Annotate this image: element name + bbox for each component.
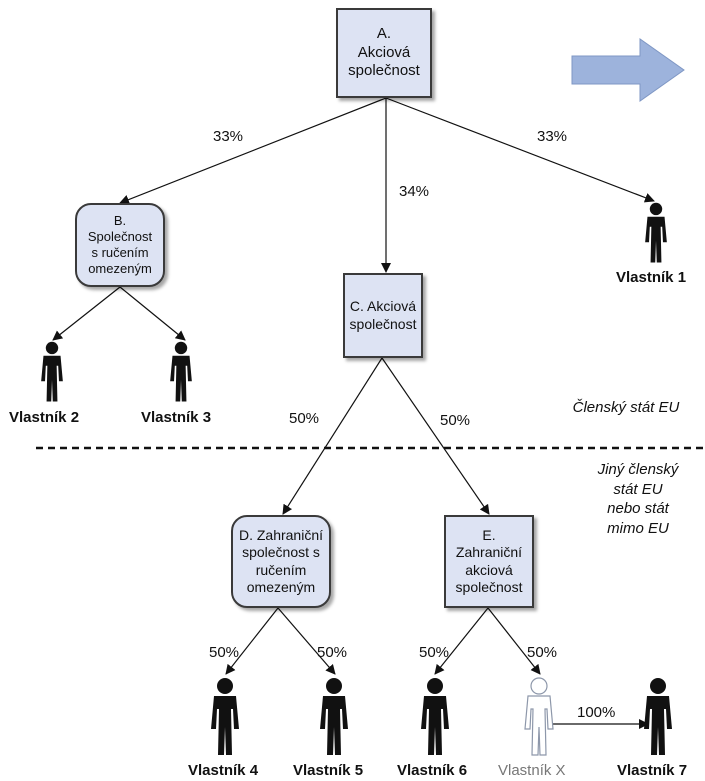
owner-label-v3: Vlastník 3 (141, 409, 212, 426)
node-a-label: A. Akciová společnost (348, 24, 420, 80)
owner-label-v2: Vlastník 2 (9, 409, 80, 426)
edge-label-d-v4: 50% (209, 644, 240, 661)
node-b-label: B. Společnost s ručením omezeným (87, 212, 153, 277)
person-icon-v4 (211, 678, 239, 755)
owner-label-v5: Vlastník 5 (293, 762, 364, 779)
edge-label-e-v6: 50% (419, 644, 450, 661)
person-icon-vx (524, 677, 554, 756)
edge-a-v1 (385, 97, 655, 203)
edge-c-e (381, 357, 490, 515)
edge-label-c-e: 50% (440, 412, 471, 429)
edge-e-v6 (434, 607, 489, 675)
person-icon-v6 (421, 678, 449, 755)
edge-e-vx (487, 607, 541, 675)
node-c-label: C. Akciová společnost (349, 298, 417, 332)
node-c-akciova-spolecnost: C. Akciová společnost (343, 273, 423, 358)
edge-b-v2 (52, 286, 121, 341)
node-e-label: E. Zahraniční akciová společnost (455, 526, 523, 596)
edge-b-v3 (119, 286, 186, 341)
edge-label-a-b: 33% (213, 128, 244, 145)
region-label-non-eu: Jiný členský stát EU nebo stát mimo EU (597, 461, 679, 537)
person-icon-v2 (41, 341, 63, 402)
edge-label-vx-v7: 100% (577, 704, 616, 721)
edge-label-a-v1: 33% (537, 128, 568, 145)
edge-label-a-c: 34% (399, 183, 430, 200)
person-icon-v5 (320, 678, 348, 755)
node-d-label: D. Zahraniční společnost s ručením omeze… (238, 526, 324, 596)
node-a-akciova-spolecnost: A. Akciová společnost (336, 8, 432, 98)
edge-c-d (282, 357, 383, 515)
owner-label-v6: Vlastník 6 (397, 762, 468, 779)
owner-label-v4: Vlastník 4 (188, 762, 259, 779)
node-b-spolecnost-s-rucenim: B. Společnost s ručením omezeným (75, 203, 165, 287)
edge-a-b (119, 97, 387, 205)
person-icon-v7 (644, 678, 672, 755)
owner-label-v7: Vlastník 7 (617, 762, 688, 779)
edge-label-e-vx: 50% (527, 644, 558, 661)
node-d-zahranicni-spolecnost: D. Zahraniční společnost s ručením omeze… (231, 515, 331, 608)
right-arrow-shape (571, 38, 685, 102)
owner-label-vx: Vlastník X (498, 762, 566, 779)
edge-d-v4 (225, 607, 279, 675)
region-label-eu: Členský stát EU (572, 399, 680, 416)
edge-d-v5 (277, 607, 336, 675)
owner-label-v1: Vlastník 1 (616, 269, 687, 286)
person-icon-v3 (170, 341, 192, 402)
edge-label-d-v5: 50% (317, 644, 348, 661)
node-e-zahranicni-akciova: E. Zahraniční akciová společnost (444, 515, 534, 608)
edge-label-c-d: 50% (289, 410, 320, 427)
person-icon-v1 (645, 202, 667, 263)
